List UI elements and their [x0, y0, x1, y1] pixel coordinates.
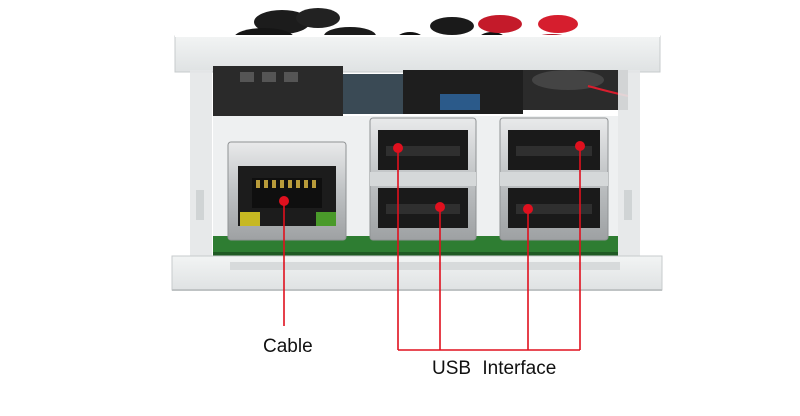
callout-lines — [283, 146, 581, 351]
usb-interface-label: USB Interface — [432, 358, 557, 379]
usb-port-left — [369, 117, 477, 241]
ethernet-port — [227, 141, 347, 241]
callout-dots — [279, 141, 585, 214]
usb-port-right — [499, 117, 609, 241]
cable-label: Cable — [263, 336, 313, 357]
case-body — [171, 8, 663, 291]
